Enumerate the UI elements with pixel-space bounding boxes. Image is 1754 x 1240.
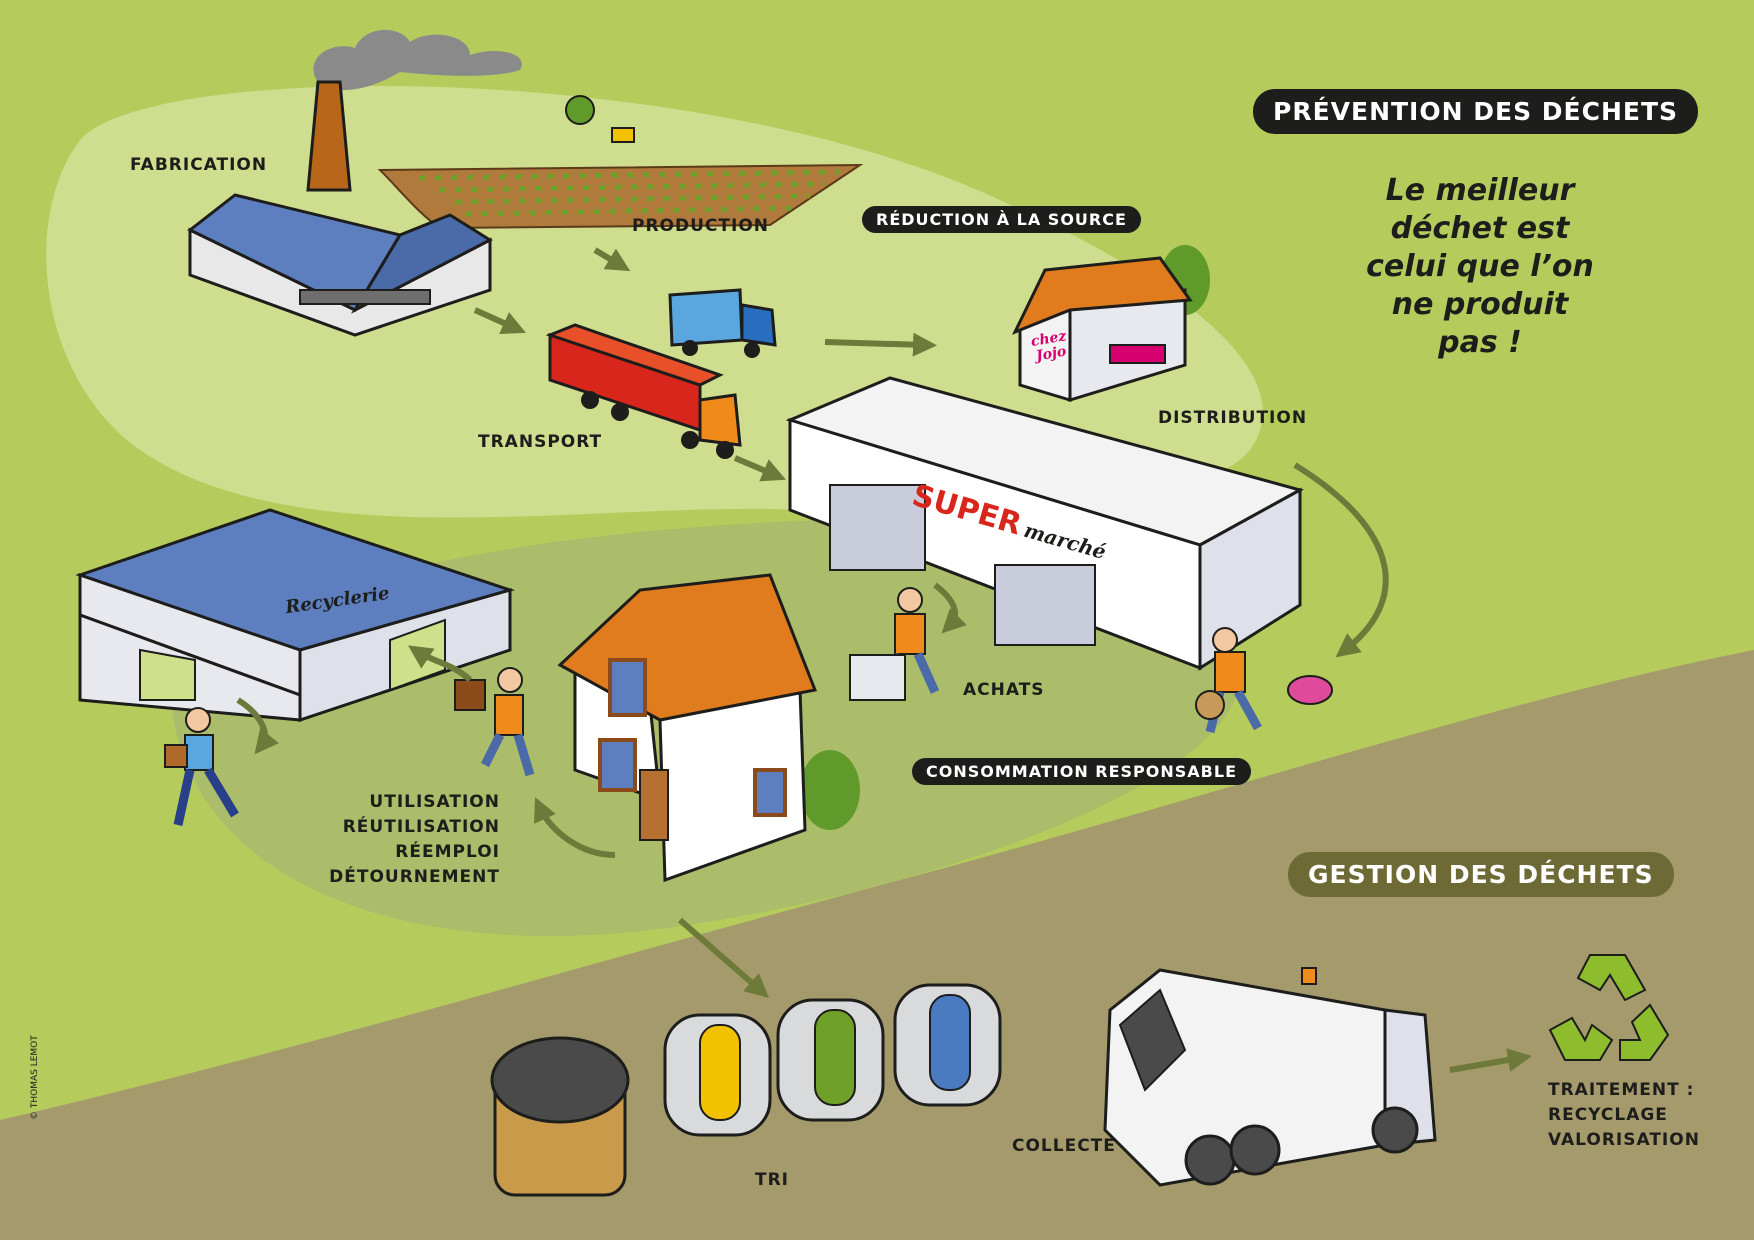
slogan-quote: Le meilleur déchet est celui que l’on ne… <box>1330 172 1630 362</box>
quote-line-3: celui que l’on <box>1366 249 1594 284</box>
label-usage-line-3: RÉEMPLOI <box>395 842 500 862</box>
label-transport: TRANSPORT <box>478 432 603 452</box>
label-production: PRODUCTION <box>632 216 769 236</box>
red-semi-truck <box>545 323 742 459</box>
blue-sorting-bin <box>893 983 1002 1107</box>
shopper-with-trolley-bag <box>1195 627 1333 734</box>
factory <box>187 80 494 337</box>
label-traitement-line-1: TRAITEMENT : <box>1548 1080 1695 1100</box>
blue-delivery-truck <box>668 288 777 358</box>
quote-line-5: pas ! <box>1438 325 1522 360</box>
supermarket <box>785 376 1304 671</box>
label-usage: UTILISATION RÉUTILISATION RÉEMPLOI DÉTOU… <box>329 790 500 890</box>
badge-reduction: RÉDUCTION À LA SOURCE <box>862 206 1141 233</box>
shopper-with-cart <box>849 587 940 701</box>
tree-icon <box>565 95 595 125</box>
quote-line-4: ne produit <box>1391 287 1569 322</box>
label-collecte: COLLECTE <box>1012 1136 1116 1156</box>
label-traitement-line-2: RECYCLAGE <box>1548 1105 1668 1125</box>
woman-with-lamp <box>164 707 239 826</box>
green-sorting-bin <box>776 998 885 1122</box>
label-usage-line-1: UTILISATION <box>369 792 500 812</box>
quote-line-1: Le meilleur <box>1385 173 1575 208</box>
tractor-icon <box>611 127 635 143</box>
field-rows <box>419 169 841 217</box>
quote-line-2: déchet est <box>1390 211 1570 246</box>
factory-smoke <box>313 29 522 91</box>
title-prevention: PRÉVENTION DES DÉCHETS <box>1253 89 1699 134</box>
label-tri: TRI <box>755 1170 790 1190</box>
label-fabrication: FABRICATION <box>130 155 268 175</box>
recycling-symbol-icon <box>1548 954 1670 1061</box>
garbage-truck <box>1103 967 1437 1187</box>
label-distribution: DISTRIBUTION <box>1158 408 1308 428</box>
compost-bin <box>490 1036 630 1197</box>
man-carrying-chair <box>454 667 535 777</box>
small-shop <box>1011 245 1210 403</box>
label-traitement-line-3: VALORISATION <box>1548 1130 1700 1150</box>
house <box>557 573 860 883</box>
title-gestion: GESTION DES DÉCHETS <box>1288 852 1674 897</box>
label-usage-line-4: DÉTOURNEMENT <box>329 867 500 887</box>
recyclerie-building <box>75 508 516 723</box>
label-usage-line-2: RÉUTILISATION <box>342 817 500 837</box>
badge-consommation: CONSOMMATION RESPONSABLE <box>912 758 1251 785</box>
yellow-sorting-bin <box>663 1013 772 1137</box>
label-achats: ACHATS <box>963 680 1045 700</box>
copyright-credit: © THOMAS LEMOT <box>30 1035 40 1120</box>
flow-arrows <box>236 247 1532 1073</box>
label-traitement: TRAITEMENT : RECYCLAGE VALORISATION <box>1548 1078 1700 1153</box>
